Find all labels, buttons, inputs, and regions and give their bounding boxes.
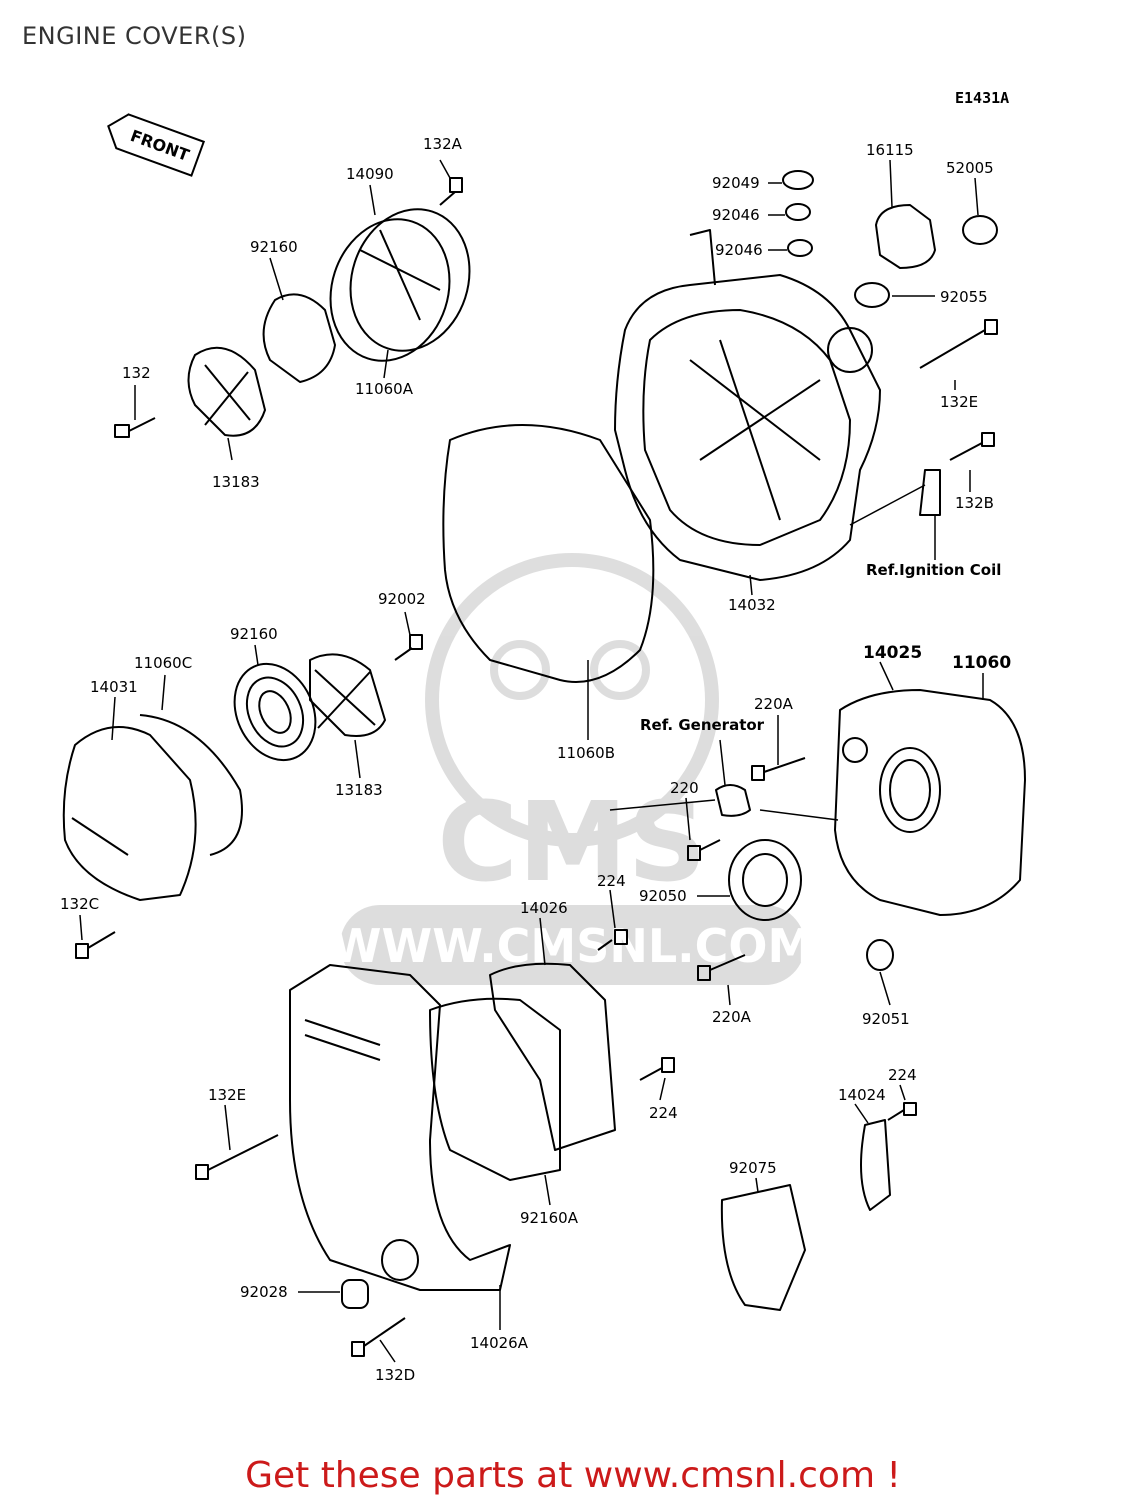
bolt-132E-left [195,1134,279,1180]
label-14031: 14031 [90,678,138,696]
collar-92028 [341,1279,369,1309]
label-52005: 52005 [946,159,994,177]
seal-52005 [962,215,998,245]
guard-92075 [720,1184,806,1311]
bolt-132D [351,1317,406,1357]
label-224-a: 224 [597,872,626,890]
page-title: ENGINE COVER(S) [22,22,247,50]
cover-13183-top [187,346,266,437]
watermark-url: WWW.CMSNL.COM [331,919,814,973]
label-13183-mid: 13183 [335,781,383,799]
label-14024: 14024 [838,1086,886,1104]
label-92160-top: 92160 [250,238,298,256]
label-132C: 132C [60,895,100,913]
label-132E-right: 132E [940,393,979,411]
bolt-224-a [597,929,628,951]
guide-14024 [860,1119,891,1211]
bolt-132E-right [919,319,998,369]
label-92055: 92055 [940,288,988,306]
watermark: CMS WWW.CMSNL.COM [331,553,814,985]
pickup-cover-14090 [329,208,471,362]
label-220: 220 [670,779,699,797]
plate-92160A [429,997,561,1181]
sprocket-cover-14026A [289,964,511,1291]
seal-92049 [782,170,814,190]
label-92075: 92075 [729,1159,777,1177]
label-224-c: 224 [888,1066,917,1084]
bolt-132A [439,177,463,206]
label-220A-bottom: 220A [712,1008,751,1026]
gasket-11060B [442,424,655,683]
bolt-220A-bottom [697,954,746,981]
clutch-cover-14032 [614,229,881,581]
bolt-92002 [394,634,423,661]
cover-14025 [834,689,1026,916]
label-14032: 14032 [728,596,776,614]
screen-92160-mid [233,662,317,762]
bolt-132C [75,931,116,959]
label-92051: 92051 [862,1010,910,1028]
bolt-224-c [887,1102,917,1121]
label-92002: 92002 [378,590,426,608]
bush-92046-b [787,239,813,257]
label-14026A: 14026A [470,1334,528,1352]
label-11060A: 11060A [355,380,413,398]
bracket-ignition [919,469,941,516]
label-220A-top: 220A [754,695,793,713]
label-11060: 11060 [952,653,1012,673]
label-ref-generator: Ref. Generator [640,716,765,734]
label-11060B: 11060B [557,744,616,762]
bolt-132B [949,432,995,461]
label-92028: 92028 [240,1283,288,1301]
gasket-14026 [489,962,616,1151]
gasket-92160-top [262,293,336,383]
label-92049: 92049 [712,174,760,192]
bolt-132 [114,417,156,438]
label-14026: 14026 [520,899,568,917]
label-14025: 14025 [863,643,923,663]
clamp-generator [715,784,751,817]
parts-diagram: CMS WWW.CMSNL.COM FRONT [62,113,1026,1363]
label-132E-left: 132E [208,1086,247,1104]
cover-13183-mid [309,653,386,737]
oring-92055 [854,282,890,308]
front-arrow-icon: FRONT [107,113,206,177]
label-ref-ignition-coil: Ref.Ignition Coil [866,561,1002,579]
generator-cover-14031 [62,714,243,901]
label-16115: 16115 [866,141,914,159]
label-92046-b: 92046 [715,241,763,259]
bolt-220 [687,839,721,861]
label-92160-mid: 92160 [230,625,278,643]
label-132A: 132A [423,135,462,153]
label-14090: 14090 [346,165,394,183]
label-132: 132 [122,364,151,382]
label-132B: 132B [955,494,994,512]
leader-lines [79,159,984,1363]
bolt-224-b [639,1057,675,1081]
diagram-code: E1431A [955,89,1010,107]
watermark-brand: CMS [437,778,706,906]
seal-92050 [728,839,802,921]
bush-92046-a [785,203,811,221]
label-11060C: 11060C [134,654,193,672]
bolt-220A-top [751,757,806,781]
seal-92051 [866,939,894,971]
label-132D: 132D [375,1366,416,1384]
front-label: FRONT [128,126,192,165]
label-92050: 92050 [639,887,687,905]
label-224-b: 224 [649,1104,678,1122]
label-13183-top: 13183 [212,473,260,491]
label-92160A: 92160A [520,1209,578,1227]
cta-link[interactable]: Get these parts at www.cmsnl.com ! [245,1455,901,1496]
plug-16115 [875,204,936,269]
label-92046-a: 92046 [712,206,760,224]
